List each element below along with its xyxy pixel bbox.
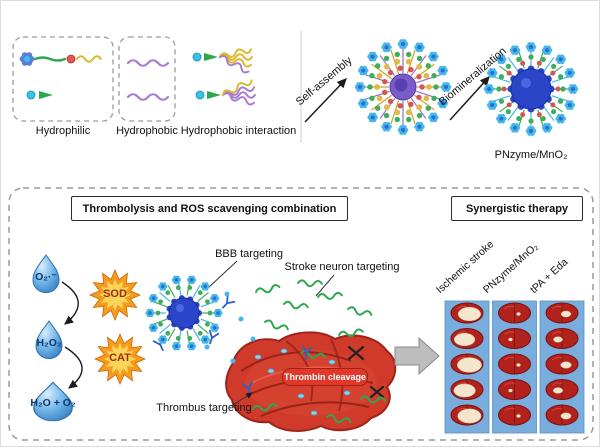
- micelle-mineralized: [483, 42, 579, 136]
- label-cat: CAT: [109, 352, 131, 364]
- ros-cascade: [32, 254, 83, 422]
- synergy-title-badge: Synergistic therapy: [451, 196, 583, 221]
- label-pointers: [207, 260, 335, 407]
- hydrophobic-interaction-unimers: [192, 45, 256, 107]
- combination-title-badge: Thrombolysis and ROS scavenging combinat…: [71, 196, 348, 221]
- result-arrow: [394, 336, 440, 376]
- polymer-boxes: [12, 36, 176, 122]
- label-neuron-targeting: Stroke neuron targeting: [284, 261, 400, 273]
- label-h2o-o2: H₂O + O₂: [30, 397, 76, 409]
- hydrophilic-flower: [19, 52, 35, 66]
- label-h2o2: H₂O₂: [36, 337, 62, 349]
- self-assembly-arrow: [304, 78, 347, 123]
- label-hydrophobic-interaction: Hydrophobic interaction: [180, 125, 297, 137]
- label-thrombin-cleavage: Thrombin cleavage: [282, 368, 368, 386]
- enzyme-starbursts: [88, 268, 147, 386]
- label-thrombus-targeting: Thrombus targeting: [156, 402, 252, 414]
- targeting-antibodies: [152, 291, 313, 397]
- label-hydrophilic: Hydrophilic: [35, 125, 91, 137]
- label-superoxide: O₂·⁻: [35, 271, 57, 283]
- brain-slice-panels: [444, 300, 585, 434]
- label-sod: SOD: [103, 288, 127, 300]
- label-hydrophobic: Hydrophobic: [116, 125, 178, 137]
- label-bbb-targeting: BBB targeting: [215, 248, 283, 260]
- biomineralization-arrow: [449, 76, 490, 121]
- nanoparticle-therapy: [145, 275, 223, 351]
- micelle-self-assembled: [354, 39, 452, 135]
- combination-panel-border: [8, 187, 594, 441]
- label-particle-name: PNzyme/MnO₂: [494, 149, 568, 161]
